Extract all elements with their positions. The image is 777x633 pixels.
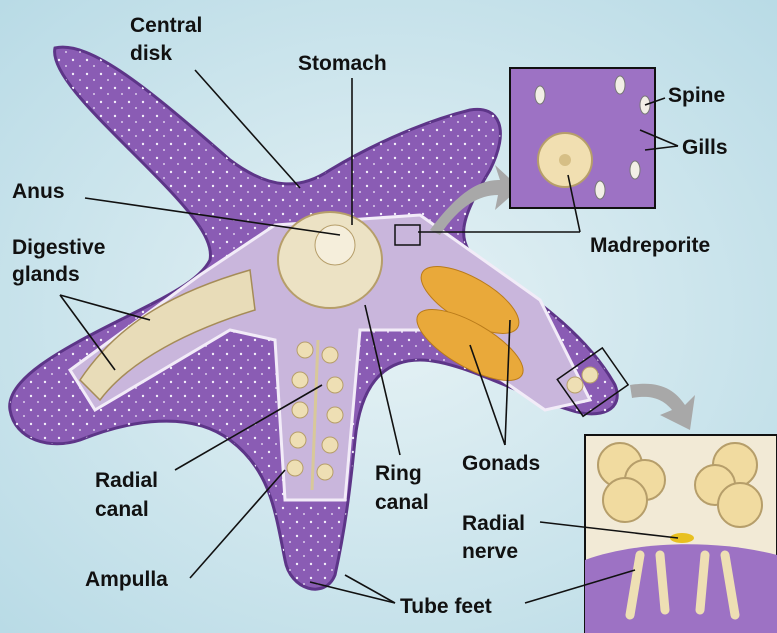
label-ampulla: Ampulla bbox=[85, 568, 168, 591]
label-madreporite: Madreporite bbox=[590, 234, 710, 257]
label-gills: Gills bbox=[682, 136, 728, 159]
radial-nerve-shape bbox=[670, 533, 694, 543]
arrow-to-nerve-inset bbox=[630, 383, 695, 430]
label-stomach: Stomach bbox=[298, 52, 387, 75]
digestive-glands-shape bbox=[79, 269, 256, 402]
surface-inset bbox=[509, 67, 656, 209]
label-spine: Spine bbox=[668, 84, 725, 107]
arm-tip-zoom-box bbox=[556, 346, 630, 418]
ampullae bbox=[286, 341, 599, 481]
nerve-inset bbox=[584, 434, 777, 633]
label-tube-feet: Tube feet bbox=[400, 595, 492, 618]
arrow-to-madreporite-inset bbox=[430, 165, 520, 235]
madreporite-zoom-box bbox=[394, 224, 421, 246]
interior-cutaway bbox=[67, 211, 630, 502]
label-anus: Anus bbox=[12, 180, 65, 203]
label-gonads: Gonads bbox=[462, 452, 540, 475]
leader-lines bbox=[59, 69, 679, 604]
